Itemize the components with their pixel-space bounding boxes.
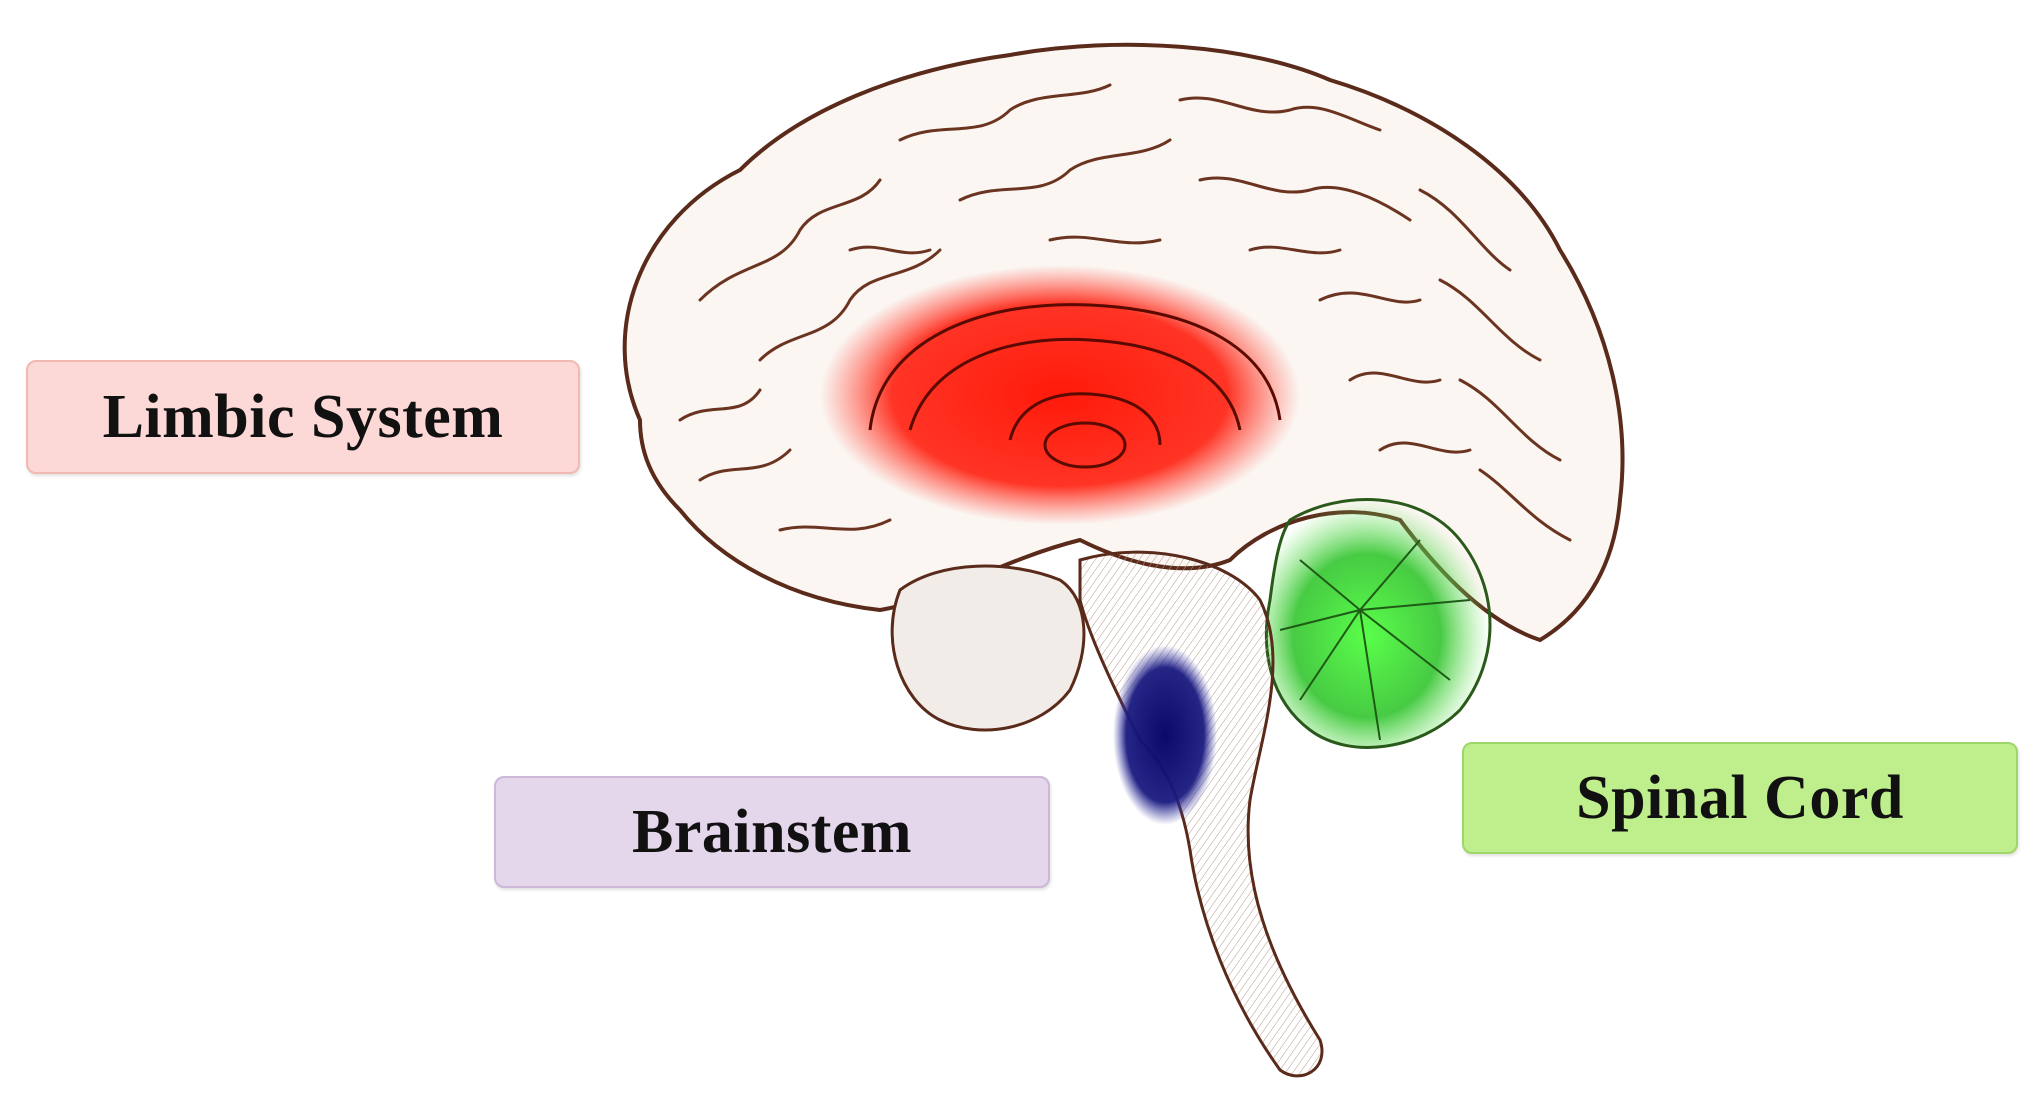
brainstem-highlight [1113,645,1217,825]
limbic-system-text: Limbic System [102,382,504,451]
limbic-system-label: Limbic System [26,360,580,474]
cerebellum-folia [1279,539,1471,741]
spinal-cord-label: Spinal Cord [1462,742,2018,854]
brainstem-text: Brainstem [631,797,913,866]
brainstem-label: Brainstem [494,776,1050,888]
spinal-cord-text: Spinal Cord [1576,763,1904,832]
diencephalon [890,564,1086,732]
limbic-structures [868,303,1282,469]
gyri-texture [678,83,1572,542]
